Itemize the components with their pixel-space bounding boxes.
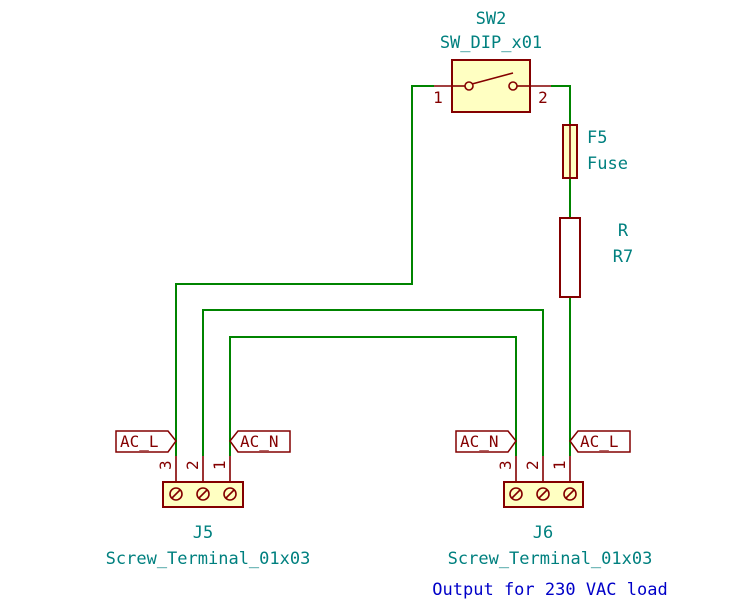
- terminal-j5[interactable]: 3 2 1 J5 Screw_Terminal_01x03: [106, 456, 311, 569]
- j5-pin1-number: 1: [210, 460, 229, 470]
- j6-pin1-number: 1: [550, 460, 569, 470]
- fuse-f5[interactable]: F5 Fuse: [562, 124, 628, 179]
- j6-value: Screw_Terminal_01x03: [448, 549, 653, 569]
- label-j5-left-text: AC_L: [120, 432, 159, 451]
- r7-reference: R: [618, 221, 629, 241]
- f5-reference: F5: [587, 128, 607, 148]
- sw2-pin2-number: 2: [538, 88, 548, 107]
- wire-j5-pin1-to-j6-pin3: [229, 336, 517, 456]
- sw2-reference: SW2: [476, 9, 507, 29]
- wires: [175, 85, 571, 456]
- global-label-j6-ac-n[interactable]: AC_N: [455, 430, 517, 453]
- j5-pin2-number: 2: [183, 460, 202, 470]
- j5-pin3-number: 3: [156, 460, 175, 470]
- j5-value: Screw_Terminal_01x03: [106, 549, 311, 569]
- wire-j5-pin2-to-j6-pin2: [202, 309, 544, 456]
- sw2-pin1-number: 1: [433, 88, 443, 107]
- switch-sw2[interactable]: SW2 SW_DIP_x01 1 2: [433, 9, 551, 113]
- label-j5-right-text: AC_N: [240, 432, 279, 451]
- j6-screw-2: [536, 487, 550, 501]
- wire-sw2-pin2-to-fuse: [551, 85, 571, 125]
- j5-reference: J5: [193, 523, 213, 543]
- sw2-contact-left: [464, 81, 474, 91]
- global-label-j6-ac-l[interactable]: AC_L: [569, 430, 631, 453]
- r7-value: R7: [613, 247, 633, 267]
- f5-value: Fuse: [587, 154, 628, 174]
- resistor-r7[interactable]: R R7: [559, 217, 633, 298]
- label-j6-left-text: AC_N: [460, 432, 499, 451]
- j6-reference: J6: [533, 523, 553, 543]
- j6-screw-3: [509, 487, 523, 501]
- sw2-contact-right: [508, 81, 518, 91]
- terminal-j6[interactable]: 3 2 1 J6 Screw_Terminal_01x03: [448, 456, 653, 569]
- sw2-value: SW_DIP_x01: [440, 33, 542, 53]
- global-label-j5-ac-l[interactable]: AC_L: [115, 430, 177, 453]
- j5-screw-2: [196, 487, 210, 501]
- j6-pin2-number: 2: [523, 460, 542, 470]
- wire-sw2-pin1-to-j5-pin3: [175, 85, 434, 456]
- load-note: Output for 230 VAC load: [432, 580, 667, 600]
- j6-screw-1: [563, 487, 577, 501]
- j5-screw-1: [223, 487, 237, 501]
- global-label-j5-ac-n[interactable]: AC_N: [229, 430, 291, 453]
- label-j6-right-text: AC_L: [580, 432, 619, 451]
- resistor-body: [559, 217, 581, 298]
- j5-screw-3: [169, 487, 183, 501]
- sw2-lever: [471, 72, 514, 85]
- j6-pin3-number: 3: [496, 460, 515, 470]
